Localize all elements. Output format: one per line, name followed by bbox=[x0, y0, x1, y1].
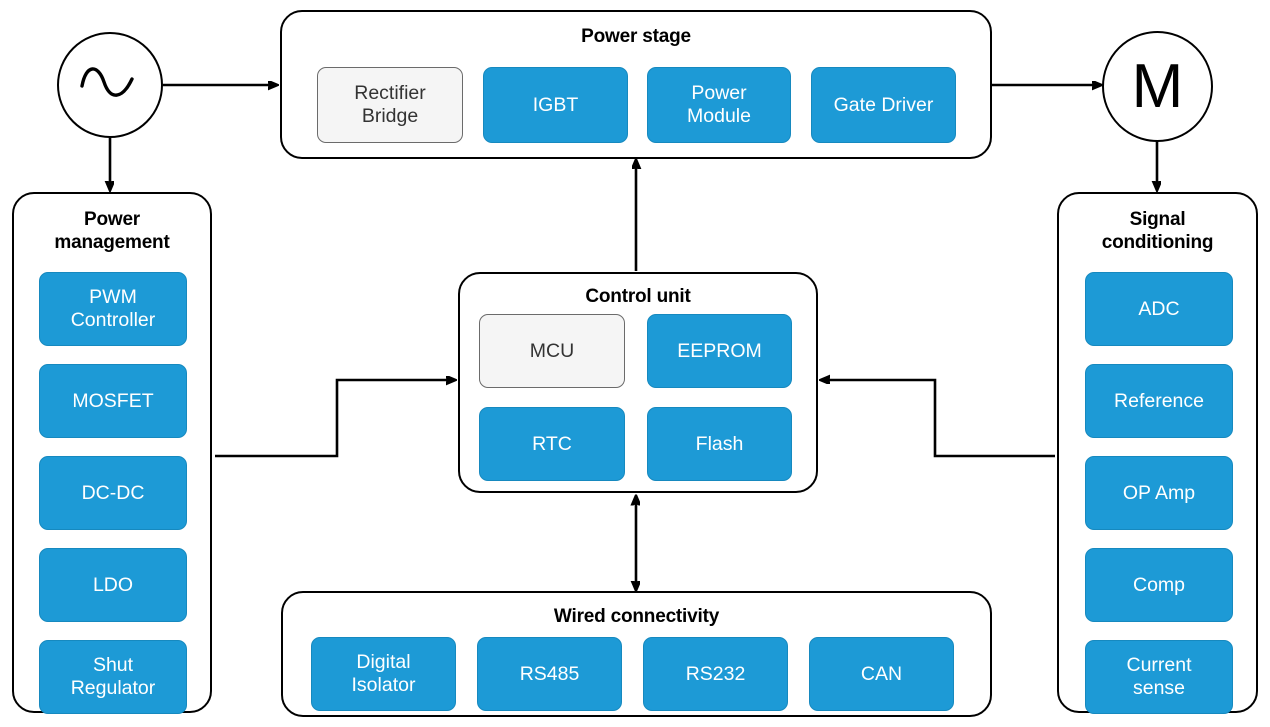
group-control-unit[interactable]: Control unit MCU EEPROM RTC Flash bbox=[458, 272, 818, 493]
block-rectifier-bridge[interactable]: Rectifier Bridge bbox=[317, 67, 463, 143]
block-power-module[interactable]: Power Module bbox=[647, 67, 791, 143]
label-line-2: Isolator bbox=[351, 674, 416, 696]
block-dc-dc[interactable]: DC-DC bbox=[39, 456, 187, 530]
block-pwm-controller-label: PWM Controller bbox=[71, 286, 156, 332]
block-pwm-controller[interactable]: PWM Controller bbox=[39, 272, 187, 346]
block-igbt[interactable]: IGBT bbox=[483, 67, 628, 143]
block-rectifier-bridge-label: Rectifier Bridge bbox=[354, 82, 426, 128]
block-comp-label: Comp bbox=[1132, 573, 1186, 596]
block-current-sense-label: Current sense bbox=[1126, 654, 1191, 700]
block-reference[interactable]: Reference bbox=[1085, 364, 1233, 438]
group-power-management-title: Power management bbox=[14, 208, 210, 254]
block-rs485[interactable]: RS485 bbox=[477, 637, 622, 711]
label-line-2: sense bbox=[1132, 677, 1186, 699]
block-rs232[interactable]: RS232 bbox=[643, 637, 788, 711]
group-wired-connectivity[interactable]: Wired connectivity Digital Isolator RS48… bbox=[281, 591, 992, 717]
label-line-1: Current bbox=[1126, 654, 1192, 676]
title-line-1: Signal bbox=[1129, 209, 1186, 230]
block-adc[interactable]: ADC bbox=[1085, 272, 1233, 346]
label-line-2: Bridge bbox=[361, 105, 419, 127]
block-power-module-label: Power Module bbox=[687, 82, 751, 128]
block-igbt-label: IGBT bbox=[532, 93, 579, 116]
wire-signal-conditioning-to-control-unit bbox=[821, 380, 1055, 458]
block-rtc-label: RTC bbox=[532, 432, 572, 455]
label-line-2: Regulator bbox=[70, 677, 156, 699]
label-line-1: Shut bbox=[92, 654, 134, 676]
group-power-management[interactable]: Power management PWM Controller MOSFET D… bbox=[12, 192, 212, 714]
block-can-label: CAN bbox=[860, 662, 903, 685]
block-eeprom[interactable]: EEPROM bbox=[647, 314, 792, 388]
block-digital-isolator-label: Digital Isolator bbox=[352, 651, 416, 697]
block-digital-isolator[interactable]: Digital Isolator bbox=[311, 637, 456, 711]
label-line-2: Module bbox=[687, 105, 751, 127]
title-line-1: Power bbox=[83, 209, 141, 230]
block-gate-driver-label: Gate Driver bbox=[833, 93, 934, 116]
block-dc-dc-label: DC-DC bbox=[81, 481, 145, 504]
wire-power-management-to-control-unit bbox=[215, 380, 455, 458]
block-ldo[interactable]: LDO bbox=[39, 548, 187, 622]
block-comp[interactable]: Comp bbox=[1085, 548, 1233, 622]
block-shut-regulator-label: Shut Regulator bbox=[71, 654, 156, 700]
label-line-2: Controller bbox=[70, 309, 156, 331]
motor-label: M bbox=[1131, 51, 1184, 121]
block-eeprom-label: EEPROM bbox=[677, 339, 762, 362]
group-signal-conditioning-title: Signal conditioning bbox=[1059, 208, 1256, 254]
block-op-amp-label: OP Amp bbox=[1122, 481, 1196, 504]
block-flash[interactable]: Flash bbox=[647, 407, 792, 481]
block-shut-regulator[interactable]: Shut Regulator bbox=[39, 640, 187, 714]
block-mcu[interactable]: MCU bbox=[479, 314, 625, 388]
block-reference-label: Reference bbox=[1114, 389, 1204, 412]
label-line-1: PWM bbox=[89, 286, 137, 308]
block-rs232-label: RS232 bbox=[685, 662, 746, 685]
block-ldo-label: LDO bbox=[92, 573, 134, 596]
block-mosfet-label: MOSFET bbox=[72, 389, 154, 412]
sine-wave-icon bbox=[74, 60, 146, 111]
block-gate-driver[interactable]: Gate Driver bbox=[811, 67, 956, 143]
group-power-stage[interactable]: Power stage Rectifier Bridge IGBT Power … bbox=[280, 10, 992, 159]
group-control-unit-title: Control unit bbox=[585, 286, 691, 307]
group-wired-connectivity-title: Wired connectivity bbox=[553, 606, 720, 627]
block-flash-label: Flash bbox=[695, 432, 744, 455]
label-line-1: Digital bbox=[356, 651, 411, 673]
block-adc-label: ADC bbox=[1138, 297, 1180, 320]
block-rs485-label: RS485 bbox=[519, 662, 580, 685]
block-mcu-label: MCU bbox=[529, 339, 575, 362]
label-line-1: Rectifier bbox=[354, 82, 426, 104]
group-power-stage-title: Power stage bbox=[581, 26, 691, 47]
motor[interactable]: M bbox=[1102, 31, 1213, 142]
block-can[interactable]: CAN bbox=[809, 637, 954, 711]
block-op-amp[interactable]: OP Amp bbox=[1085, 456, 1233, 530]
label-line-1: Power bbox=[691, 82, 747, 104]
block-mosfet[interactable]: MOSFET bbox=[39, 364, 187, 438]
group-signal-conditioning[interactable]: Signal conditioning ADC Reference OP Amp… bbox=[1057, 192, 1258, 714]
ac-source[interactable] bbox=[57, 32, 163, 138]
title-line-2: management bbox=[54, 232, 170, 254]
title-line-2: conditioning bbox=[1101, 232, 1214, 254]
block-current-sense[interactable]: Current sense bbox=[1085, 640, 1233, 714]
block-rtc[interactable]: RTC bbox=[479, 407, 625, 481]
